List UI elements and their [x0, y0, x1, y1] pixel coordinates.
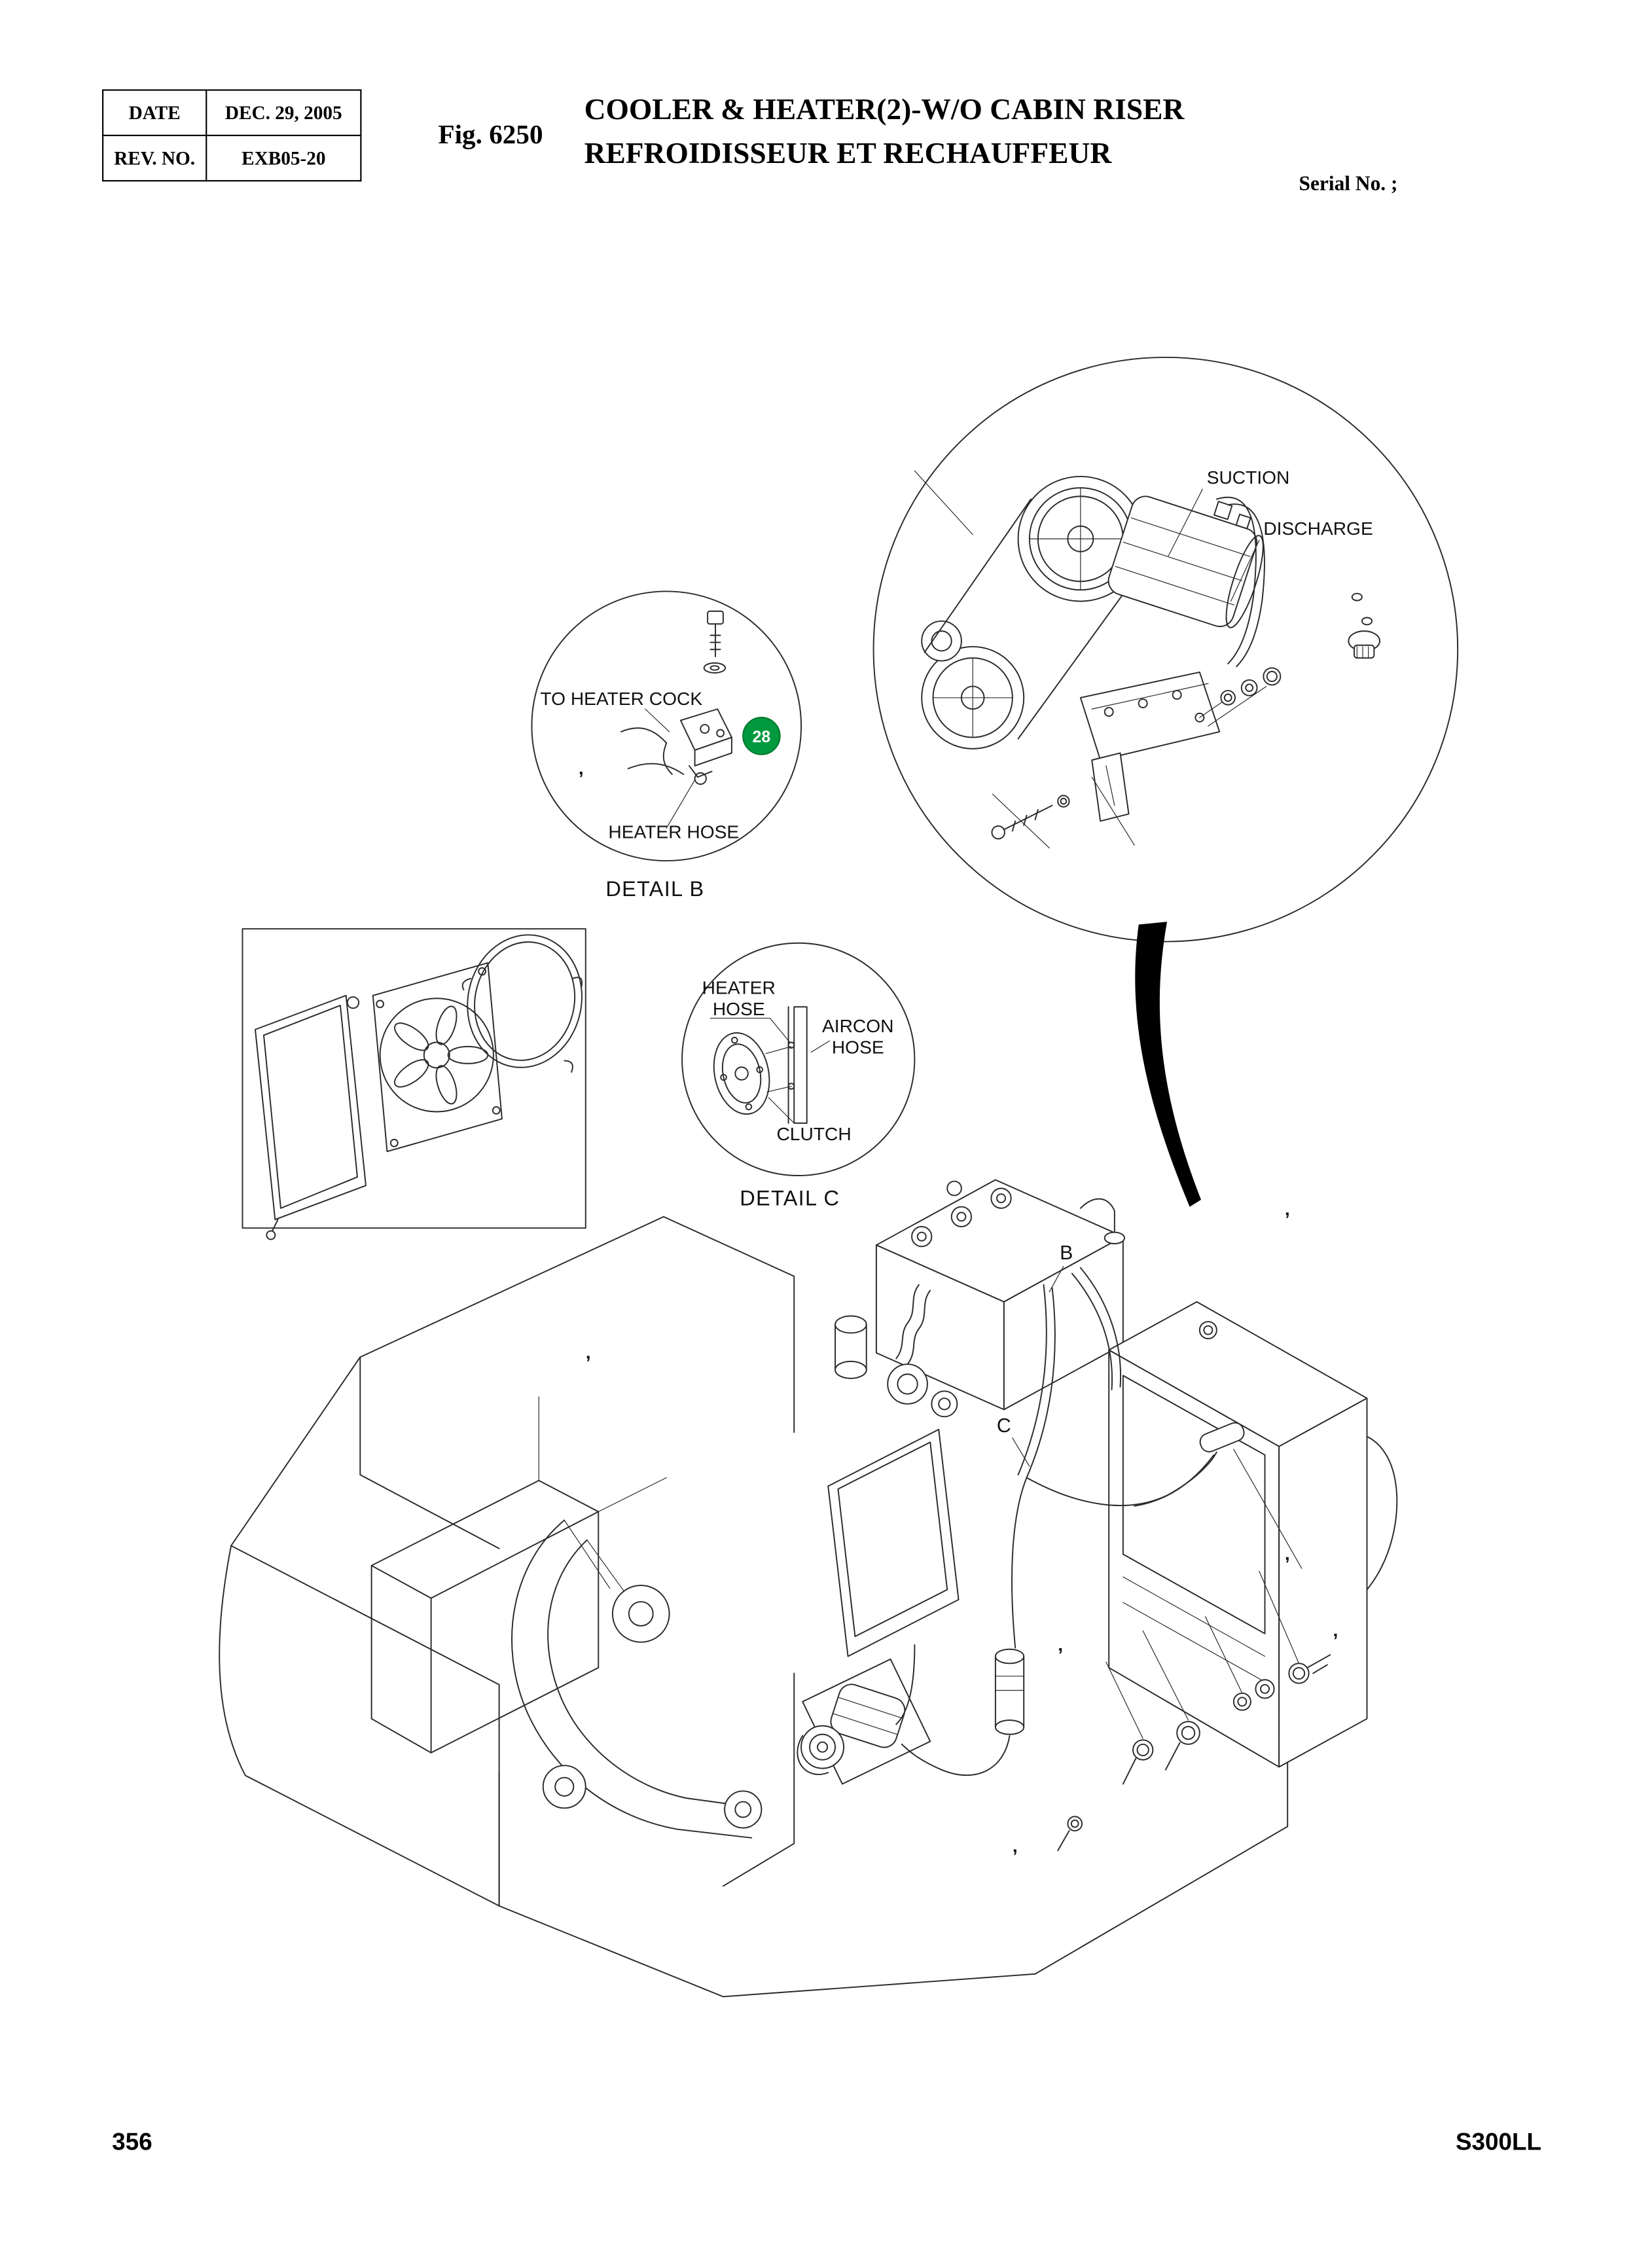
detail-c-caption: DETAIL C: [740, 1187, 840, 1210]
revision-table: DATE DEC. 29, 2005 REV. NO. EXB05-20: [101, 89, 362, 182]
callout-letters: B C: [997, 1242, 1073, 1467]
item-badge-28: 28: [742, 717, 781, 755]
comma-marker: ,: [1058, 1634, 1063, 1655]
table-row: REV. NO. EXB05-20: [101, 134, 362, 182]
badge-circle: [742, 717, 781, 755]
page-title: COOLER & HEATER(2)-W/O CABIN RISER REFRO…: [584, 88, 1185, 175]
date-value: DEC. 29, 2005: [206, 89, 362, 136]
excavator-body: [219, 1216, 1398, 1998]
fastener-set: [1057, 1570, 1331, 1852]
serial-no-label: Serial No. ;: [1299, 173, 1398, 196]
discharge-label: DISCHARGE: [1263, 518, 1373, 539]
detail-c: HEATER HOSE AIRCON HOSE CLUTCH DETAIL C: [681, 942, 916, 1210]
heater-hose-word: HOSE: [713, 999, 765, 1019]
compressor-body: [1107, 495, 1264, 628]
comma-marker: ,: [586, 1342, 591, 1363]
comma-marker: ,: [1013, 1835, 1018, 1856]
aircon-hose-word: HOSE: [832, 1037, 884, 1058]
comma-markers: ,,,,,,,: [579, 758, 1338, 1856]
callout-c: C: [997, 1415, 1011, 1437]
model-code: S300LL: [1455, 2128, 1541, 2156]
to-heater-cock-label: TO HEATER COCK: [540, 689, 702, 709]
compressor-detail: SUCTION DISCHARGE: [872, 356, 1459, 943]
parts-box: [242, 928, 586, 1240]
comma-marker: ,: [1333, 1620, 1338, 1640]
comma-marker: ,: [1285, 1543, 1290, 1564]
comma-marker: ,: [1285, 1199, 1290, 1219]
heater-hose-label-b: HEATER HOSE: [608, 821, 739, 842]
date-label: DATE: [101, 89, 207, 136]
fan-shroud-part: [372, 962, 503, 1153]
swoosh-arrow: [1135, 922, 1202, 1207]
clutch-label: CLUTCH: [776, 1124, 851, 1144]
condenser-core: [827, 1428, 960, 1657]
badge-number: 28: [753, 728, 771, 746]
boom-bracket: [511, 1519, 763, 1839]
page-number: 356: [112, 2128, 153, 2156]
detail-b: TO HEATER COCK HEATER HOSE 28 DETAIL B: [531, 590, 802, 901]
radiator-core-part: [254, 994, 367, 1240]
suction-label: SUCTION: [1207, 467, 1290, 488]
engine: [835, 1179, 1126, 1418]
title-line-french: REFROIDISSEUR ET RECHAUFFEUR: [584, 135, 1112, 170]
heater-label: HEATER: [702, 978, 776, 998]
clutch-part: [713, 1032, 770, 1115]
detail-b-caption: DETAIL B: [605, 877, 704, 901]
hose-runs: [895, 1267, 1217, 1776]
rev-no-value: EXB05-20: [206, 134, 362, 182]
radiator-assembly: [1108, 1301, 1368, 1768]
title-line-english: COOLER & HEATER(2)-W/O CABIN RISER: [584, 92, 1185, 126]
callout-b: B: [1060, 1242, 1073, 1264]
comma-marker: ,: [579, 758, 584, 778]
rev-no-label: REV. NO.: [101, 134, 207, 182]
compressor-unit: [797, 1658, 931, 1785]
receiver-drier: [994, 1648, 1025, 1735]
fan-grille-part: [461, 934, 583, 1073]
table-row: DATE DEC. 29, 2005: [101, 89, 362, 136]
figure-number: Fig. 6250: [438, 120, 543, 151]
aircon-label: AIRCON: [822, 1016, 894, 1036]
